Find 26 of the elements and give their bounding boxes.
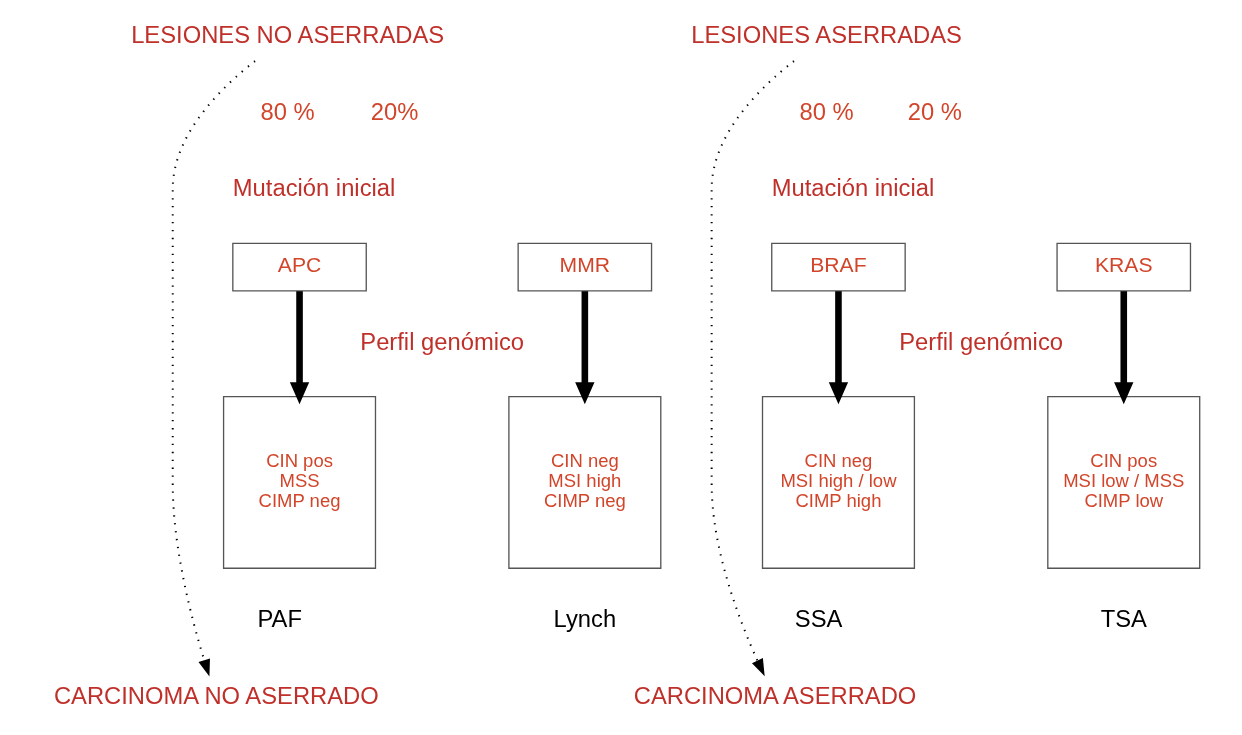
node-text: LESIONES NO ASERRADAS <box>130 21 444 49</box>
node-label: Lynch <box>553 604 616 632</box>
node-text: CARCINOMA ASERRADO <box>633 681 916 709</box>
label: 80 % <box>260 97 315 125</box>
node-label: TSA <box>1100 604 1147 632</box>
node-box: CIN neg MSI high / low CIMP high <box>761 395 915 569</box>
label: Perfil genómico <box>898 327 1063 355</box>
node-box: MMR <box>517 242 652 292</box>
node-box: CIN pos MSI low / MSS CIMP low <box>1046 395 1200 569</box>
arrow <box>171 60 256 677</box>
label: 20% <box>370 97 418 125</box>
label: Mutación inicial <box>771 174 934 202</box>
node-box: CIN neg MSI high CIMP neg <box>507 395 661 569</box>
node-box: CIN pos MSS CIMP neg <box>222 395 376 569</box>
node-label: PAF <box>256 604 302 632</box>
label: 20 % <box>907 97 962 125</box>
node-box: KRAS <box>1055 242 1191 292</box>
label: Mutación inicial <box>232 174 395 202</box>
arrow <box>710 60 795 677</box>
node-text: LESIONES ASERRADAS <box>690 21 962 49</box>
node-box: APC <box>231 242 367 292</box>
node-box: BRAF <box>770 242 906 292</box>
node-label: SSA <box>794 604 842 632</box>
node-text: CARCINOMA NO ASERRADO <box>53 681 379 709</box>
label: 80 % <box>798 97 854 125</box>
label: Perfil genómico <box>359 327 524 355</box>
